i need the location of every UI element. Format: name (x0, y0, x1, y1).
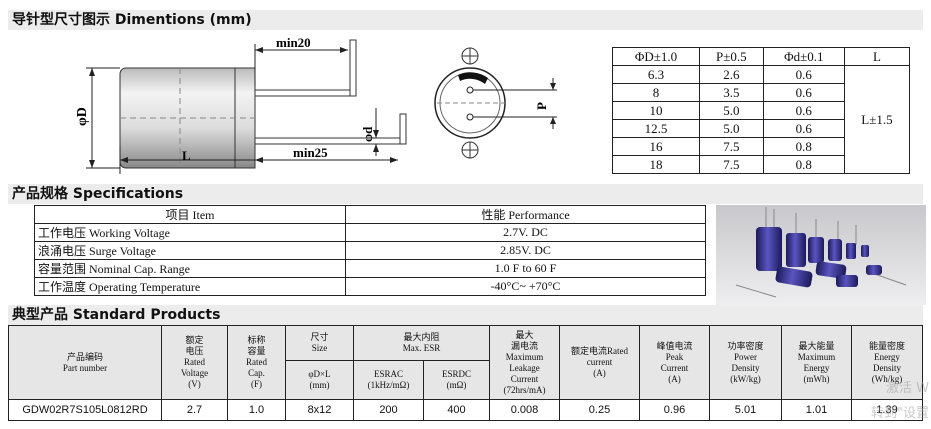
length-label: L (182, 148, 191, 163)
table-cell: 10 (611, 101, 701, 120)
table-cell: 0.8 (762, 137, 845, 156)
power-density-header: 功率密度 Power Density (kW/kg) (709, 325, 782, 400)
table-cell: 5.0 (699, 101, 764, 120)
table-row: 工作电压 Working Voltage 2.7V. DC (34, 223, 706, 242)
table-cell: 5.0 (699, 119, 764, 138)
table-cell: 1.0 (227, 399, 286, 421)
table-cell: 1.01 (781, 399, 852, 421)
table-cell: 2.7V. DC (345, 223, 706, 242)
rated-current-header: 额定电流Rated current (A) (559, 325, 640, 400)
lead-short (254, 137, 406, 145)
table-cell: 浪涌电压 Surge Voltage (34, 241, 346, 260)
table-cell: 8 (611, 83, 701, 102)
table-cell: 18 (611, 155, 701, 174)
table-cell: 0.6 (762, 83, 845, 102)
leakage-current-header: 最大 漏电流 Maximum Leakage Current (72hrs/mA… (489, 325, 560, 400)
table-cell: 2.7 (161, 399, 228, 421)
dimension-table: ΦD±1.0 P±0.5 Φd±0.1 L 6.3 2.6 0.6 L±1.5 … (611, 47, 911, 174)
lead-long (254, 89, 356, 97)
table-header-cell: 项目 Item (34, 205, 346, 224)
table-cell: 12.5 (611, 119, 701, 138)
table-cell-L: L±1.5 (843, 65, 911, 174)
table-header-cell: ΦD±1.0 (611, 47, 701, 66)
rated-capacitance-header: 标称 容量 Rated Cap. (F) (227, 325, 286, 400)
product-photo (716, 205, 926, 305)
table-row: 浪涌电压 Surge Voltage 2.85V. DC (34, 241, 706, 260)
peak-current-header: 峰值电流 Peak Current (A) (639, 325, 710, 400)
table-row: 项目 Item 性能 Performance (34, 205, 706, 224)
lead-diameter-label: φd (360, 126, 375, 142)
table-header-cell: P±0.5 (699, 47, 764, 66)
table-row: ΦD±1.0 P±0.5 Φd±0.1 L (611, 47, 911, 66)
table-row: 18 7.5 0.8 (611, 155, 910, 174)
section-standard-products-header: 典型产品 Standard Products (8, 305, 923, 325)
table-cell: 6.3 (611, 65, 701, 84)
size-header: 尺寸 Size (285, 325, 354, 361)
table-cell: 工作电压 Working Voltage (34, 223, 346, 242)
table-cell: 1.39 (851, 399, 923, 421)
table-cell: 2.6 (699, 65, 764, 84)
table-cell: 0.6 (762, 101, 845, 120)
min20-label: min20 (276, 35, 311, 50)
table-cell: 容量范围 Nominal Cap. Range (34, 259, 346, 278)
table-cell: 3.5 (699, 83, 764, 102)
table-cell: 1.0 F to 60 F (345, 259, 706, 278)
table-cell: 0.6 (762, 65, 845, 84)
standard-products-table: 产品编码 Part number 额定 电压 Rated Voltage (V)… (8, 325, 923, 421)
capacitor-top-drawing: P (434, 47, 557, 159)
table-cell: GDW02R7S105L0812RD (8, 399, 162, 421)
activation-watermark-line2: 转到"设置 (871, 406, 929, 421)
table-cell: 7.5 (699, 155, 764, 174)
size-subheader: φD×L (mm) (285, 360, 354, 400)
table-cell: 0.6 (762, 119, 845, 138)
table-cell: 0.96 (639, 399, 710, 421)
section-dimensions-header: 导针型尺寸图示 Dimentions (mm) (8, 10, 923, 30)
table-row: 工作温度 Operating Temperature -40°C~ +70°C (34, 277, 706, 296)
max-energy-header: 最大能量 Maximum Energy (mWh) (781, 325, 852, 400)
table-cell: 5.01 (709, 399, 782, 421)
energy-density-header: 能量密度 Energy Density (Wh/kg) (851, 325, 923, 400)
part-number-header: 产品编码 Part number (8, 325, 162, 400)
table-cell: 工作温度 Operating Temperature (34, 277, 346, 296)
esrac-subheader: ESRAC (1kHz/mΩ) (353, 360, 424, 400)
table-cell: 7.5 (699, 137, 764, 156)
table-header-cell: Φd±0.1 (762, 47, 845, 66)
table-cell: -40°C~ +70°C (345, 277, 706, 296)
min25-label: min25 (293, 145, 328, 160)
table-row: GDW02R7S105L0812RD 2.7 1.0 8x12 200 400 … (8, 399, 923, 421)
table-cell: 0.8 (762, 155, 845, 174)
table-cell: 2.85V. DC (345, 241, 706, 260)
table-header-cell: 性能 Performance (345, 205, 706, 224)
table-row: 容量范围 Nominal Cap. Range 1.0 F to 60 F (34, 259, 706, 278)
activation-watermark-line1: 激活 W (886, 381, 929, 396)
table-cell: 0.25 (559, 399, 640, 421)
section-specifications-header: 产品规格 Specifications (8, 184, 923, 204)
table-row: 产品编码 Part number 额定 电压 Rated Voltage (V)… (8, 325, 923, 400)
diameter-label: φD (75, 107, 90, 126)
table-row: φD×L (mm) ESRAC (1kHz/mΩ) ESRDC (mΩ) (9, 360, 923, 400)
table-row: 6.3 2.6 0.6 L±1.5 (611, 65, 911, 174)
rated-voltage-header: 额定 电压 Rated Voltage (V) (161, 325, 228, 400)
table-header-cell: L (843, 47, 911, 66)
table-cell: 200 (353, 399, 424, 421)
capacitor-side-drawing: min20 min25 L φD φd (75, 35, 407, 174)
table-cell: 400 (423, 399, 490, 421)
table-cell: 8x12 (285, 399, 354, 421)
table-cell: 16 (611, 137, 701, 156)
esrdc-subheader: ESRDC (mΩ) (423, 360, 490, 400)
specification-table: 项目 Item 性能 Performance 工作电压 Working Volt… (34, 205, 706, 296)
pitch-label: P (534, 102, 549, 110)
table-cell: 0.008 (489, 399, 560, 421)
max-esr-header: 最大内阻 Max. ESR (353, 325, 490, 361)
